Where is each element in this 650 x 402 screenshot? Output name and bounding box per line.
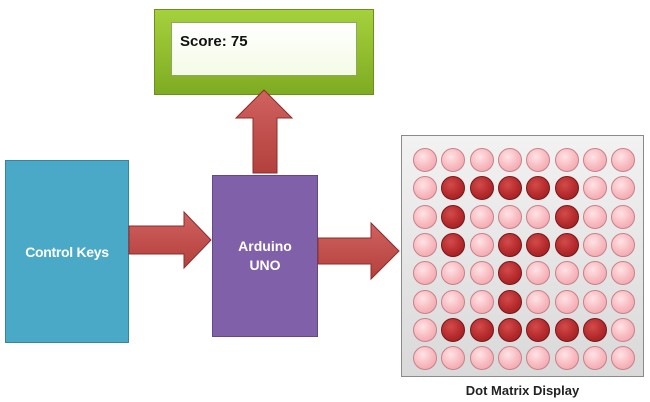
arduino-block: Arduino UNO [212, 175, 318, 337]
matrix-led [469, 317, 494, 342]
matrix-led [497, 204, 522, 229]
matrix-led [469, 346, 494, 371]
matrix-led [582, 148, 607, 172]
matrix-led [497, 176, 522, 201]
matrix-led [413, 317, 437, 342]
control-keys-label: Control Keys [25, 243, 109, 260]
matrix-led [469, 289, 494, 314]
matrix-led [526, 176, 551, 201]
matrix-led [469, 204, 494, 229]
matrix-led [611, 148, 636, 172]
matrix-led [497, 346, 522, 371]
matrix-led [526, 317, 551, 342]
arrow-keys-to-arduino [128, 210, 212, 270]
matrix-led [497, 289, 522, 314]
matrix-led [554, 317, 579, 342]
matrix-led [469, 176, 494, 201]
matrix-led [441, 232, 466, 257]
matrix-led [497, 232, 522, 257]
matrix-led [526, 204, 551, 229]
matrix-led [413, 176, 437, 201]
matrix-led [582, 176, 607, 201]
matrix-led [497, 261, 522, 286]
matrix-led [582, 346, 607, 371]
matrix-led [526, 346, 551, 371]
matrix-led [554, 289, 579, 314]
arduino-label-line1: Arduino [238, 238, 292, 254]
matrix-led [611, 261, 636, 286]
score-lcd-screen [171, 22, 357, 76]
matrix-led [413, 289, 437, 314]
dot-matrix-display [401, 135, 644, 377]
matrix-led [413, 204, 437, 229]
matrix-led [582, 204, 607, 229]
matrix-led [611, 346, 636, 371]
matrix-led [441, 346, 466, 371]
matrix-led [526, 232, 551, 257]
matrix-led [582, 317, 607, 342]
arduino-label-line2: UNO [249, 257, 281, 273]
matrix-led [413, 232, 437, 257]
matrix-led [554, 232, 579, 257]
matrix-led [611, 289, 636, 314]
matrix-led [554, 346, 579, 371]
matrix-led [469, 148, 494, 172]
matrix-led [441, 148, 466, 172]
matrix-led [413, 148, 437, 172]
matrix-led [413, 346, 437, 371]
matrix-led [554, 148, 579, 172]
matrix-led [526, 148, 551, 172]
matrix-led [526, 289, 551, 314]
matrix-led [582, 261, 607, 286]
matrix-led [413, 261, 437, 286]
score-text: Score: 75 [180, 33, 248, 50]
matrix-led [611, 176, 636, 201]
matrix-led [582, 232, 607, 257]
matrix-led [611, 204, 636, 229]
matrix-led [582, 289, 607, 314]
dot-matrix-caption: Dot Matrix Display [465, 383, 580, 398]
matrix-led [526, 261, 551, 286]
matrix-led [554, 176, 579, 201]
matrix-led [611, 232, 636, 257]
matrix-led [497, 148, 522, 172]
matrix-led [441, 289, 466, 314]
arrow-arduino-to-matrix [317, 221, 400, 281]
matrix-led [441, 261, 466, 286]
matrix-led [441, 176, 466, 201]
matrix-led [441, 317, 466, 342]
matrix-led [554, 261, 579, 286]
matrix-led [554, 204, 579, 229]
matrix-led [441, 204, 466, 229]
matrix-led [611, 317, 636, 342]
arrow-up-to-score [234, 89, 294, 174]
matrix-led [497, 317, 522, 342]
matrix-led [469, 261, 494, 286]
matrix-led [469, 232, 494, 257]
